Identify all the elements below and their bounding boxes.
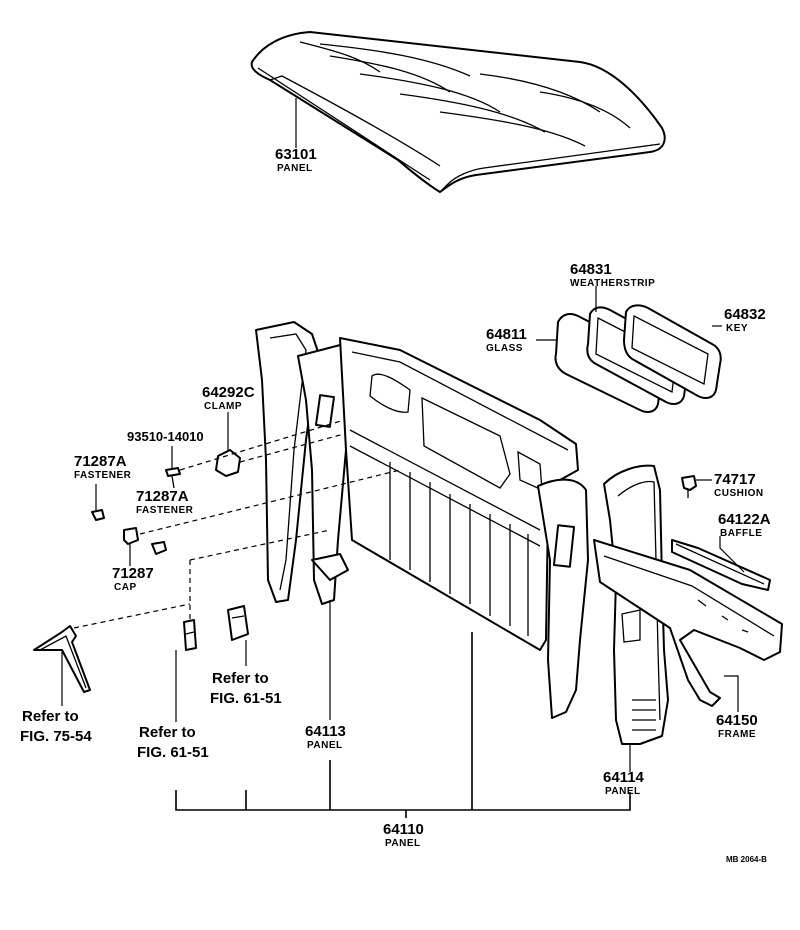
label-64114-name: PANEL <box>605 786 641 797</box>
drawing-code: MB 2064-B <box>726 855 767 864</box>
hook-drawing <box>33 625 91 693</box>
label-64122a-number: 64122A <box>718 511 771 528</box>
label-64832-number: 64832 <box>724 306 766 323</box>
ref-fig6151-mid-line2: FIG. 61-51 <box>210 690 282 707</box>
label-71287a-2-number: 71287A <box>136 488 189 505</box>
label-64113-name: PANEL <box>307 740 343 751</box>
cushion-drawing <box>681 475 697 498</box>
baffle-drawing <box>671 539 771 591</box>
bracket-64110 <box>175 632 631 818</box>
label-64811-number: 64811 <box>486 326 527 343</box>
bolt-drawing <box>165 467 181 489</box>
cap-drawing <box>123 527 139 545</box>
fastener-2-drawing <box>151 541 167 555</box>
leader-64122a <box>719 536 745 573</box>
label-63101-name: PANEL <box>277 163 313 174</box>
label-64110-name: PANEL <box>385 838 421 849</box>
dash-hook <box>73 603 191 629</box>
label-64113-number: 64113 <box>305 723 346 740</box>
label-63101-number: 63101 <box>275 146 317 163</box>
label-64150-name: FRAME <box>718 729 757 740</box>
fastener-1-drawing <box>91 509 105 521</box>
ref-fig6151-left-line1: Refer to <box>139 724 196 741</box>
roof-panel-drawing <box>250 31 666 193</box>
label-71287a-1-name: FASTENER <box>74 470 132 481</box>
frame-drawing <box>593 539 783 707</box>
dash-upper-row <box>179 419 345 471</box>
clip-left-drawing <box>183 619 197 651</box>
label-64831-name: WEATHERSTRIP <box>570 278 656 289</box>
dash-clip-row <box>189 529 331 561</box>
ref-fig7554-line1: Refer to <box>22 708 79 725</box>
label-71287a-1-number: 71287A <box>74 453 127 470</box>
bed-front-panel-drawing <box>255 321 589 719</box>
ref-fig7554-line2: FIG. 75-54 <box>20 728 92 745</box>
label-71287-number: 71287 <box>112 565 154 582</box>
label-64150-number: 64150 <box>716 712 758 729</box>
label-64110-number: 64110 <box>383 821 424 838</box>
ref-fig6151-mid-line1: Refer to <box>212 670 269 687</box>
ref-fig6151-left-line2: FIG. 61-51 <box>137 744 209 761</box>
label-64292c-number: 64292C <box>202 384 255 401</box>
label-93510-number: 93510-14010 <box>127 429 204 444</box>
key-drawing <box>623 304 722 399</box>
label-64831-number: 64831 <box>570 261 612 278</box>
clip-mid-drawing <box>227 605 249 641</box>
label-71287a-2-name: FASTENER <box>136 505 194 516</box>
label-64832-name: KEY <box>726 323 749 334</box>
label-64811-name: GLASS <box>486 343 523 354</box>
label-64122a-name: BAFFLE <box>720 528 763 539</box>
label-74717-number: 74717 <box>714 471 756 488</box>
label-71287-name: CAP <box>114 582 137 593</box>
clamp-drawing <box>215 449 241 477</box>
label-64114-number: 64114 <box>603 769 644 786</box>
label-74717-name: CUSHION <box>714 488 764 499</box>
leader-64150 <box>724 675 739 712</box>
label-64292c-name: CLAMP <box>204 401 243 412</box>
